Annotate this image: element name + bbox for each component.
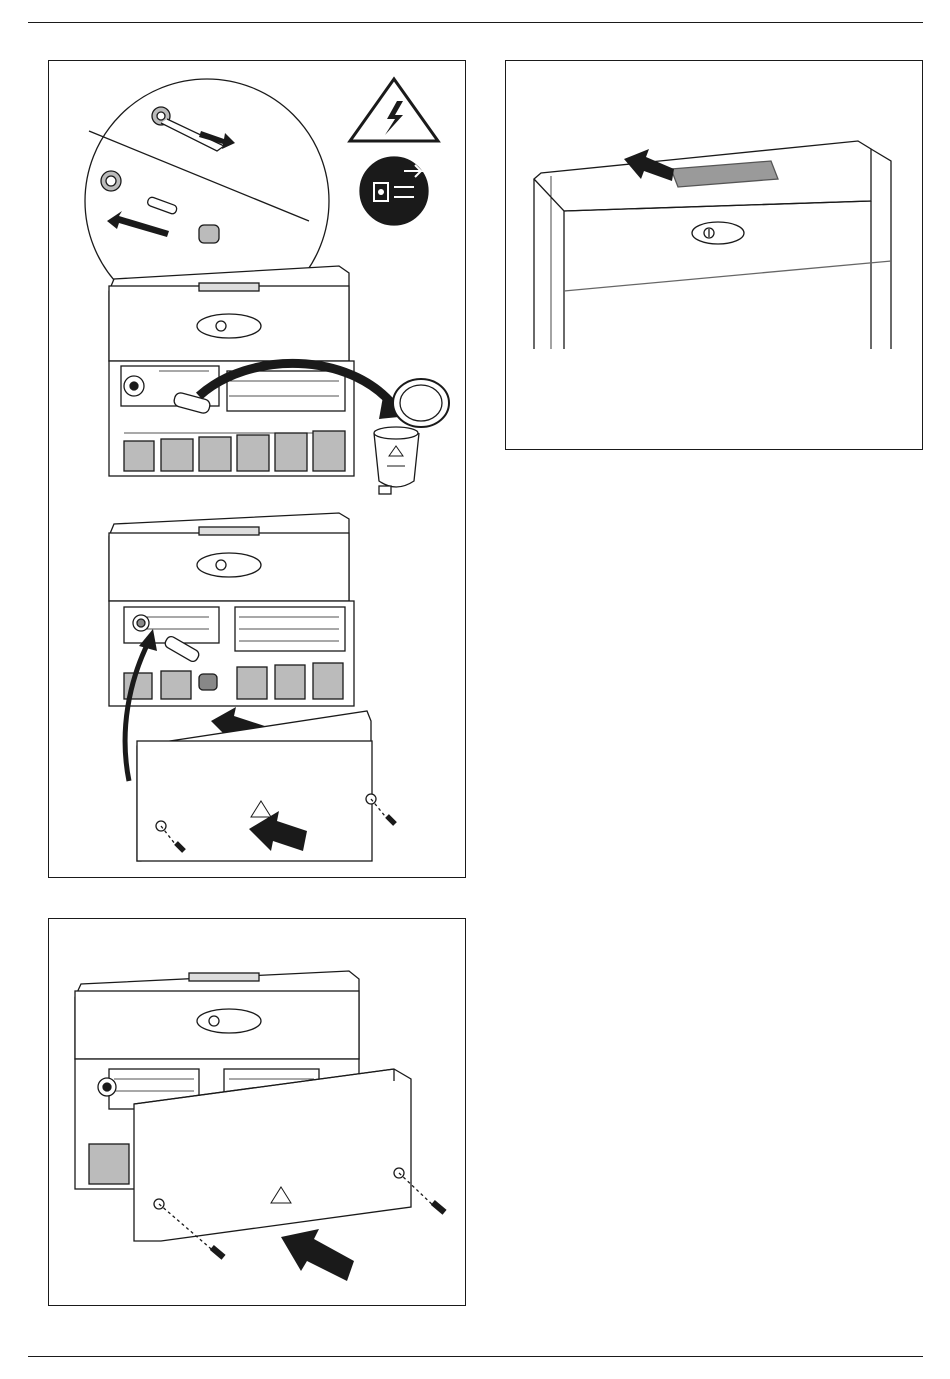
figure-cover-top-slot <box>505 60 923 450</box>
controller-housing-fuse-insert <box>109 513 354 706</box>
release-button-icon <box>692 222 744 244</box>
figure-cover-refit <box>48 918 466 1306</box>
bottom-rule <box>28 1356 923 1357</box>
figure-fuse-replacement <box>48 60 466 878</box>
top-rule <box>28 22 923 23</box>
push-arrow <box>281 1229 354 1281</box>
disconnect-mains-plug-icon <box>360 157 428 225</box>
front-cover-plate <box>137 711 396 861</box>
front-cover-plate <box>134 1069 446 1259</box>
high-voltage-warning-icon <box>350 79 438 141</box>
